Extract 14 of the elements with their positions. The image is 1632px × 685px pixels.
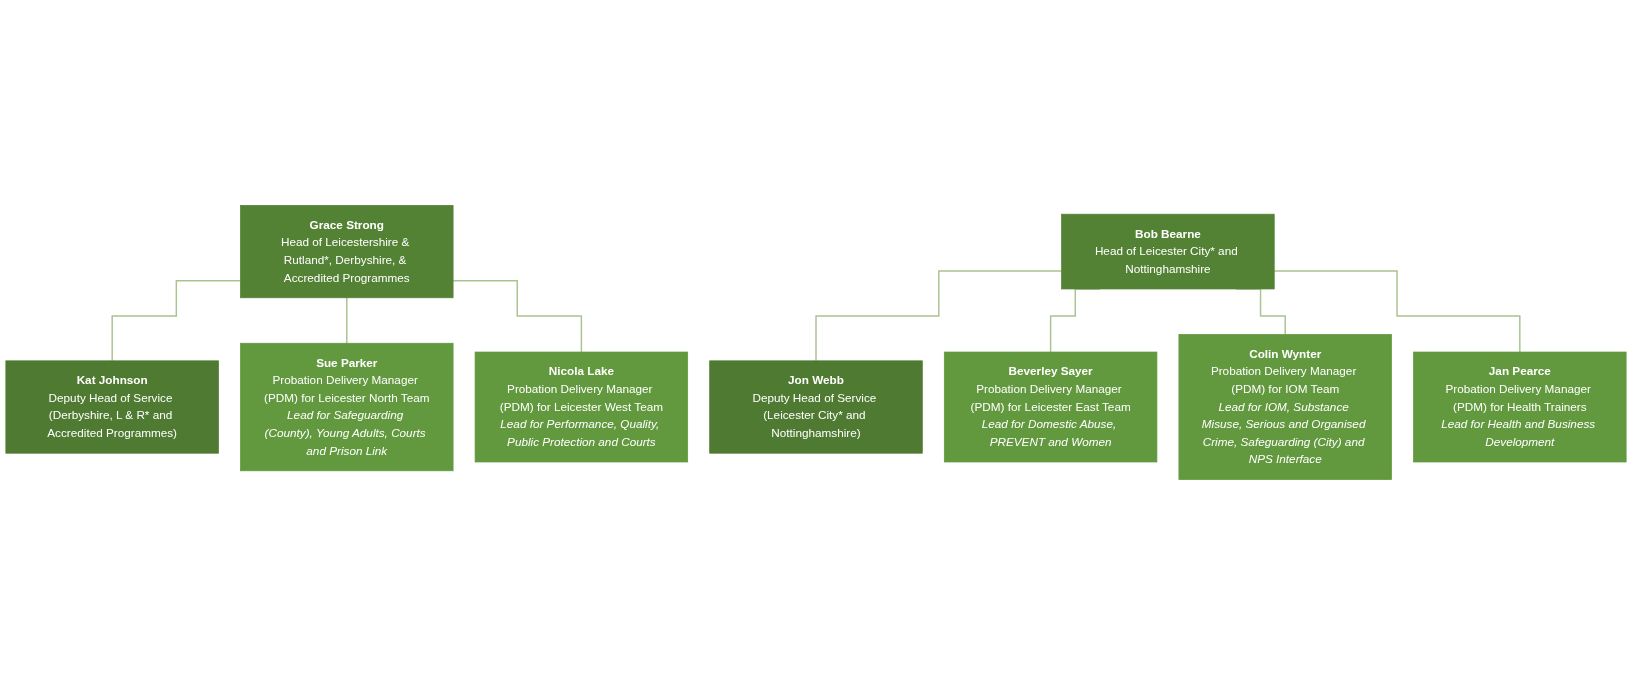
connector [815, 270, 1063, 362]
node-box: Colin Wynter Probation Delivery Manager (PDM) for IOM Team Lead for IOM, Substance Misuse, Serious and Organised Crime, Safeguarding (City) and NPS Interface [1178, 334, 1392, 480]
connector [452, 280, 583, 353]
connector [346, 297, 348, 344]
node-box: Sue Parker Probation Delivery Manager (PDM) for Leicester North Team Lead for Safeguarding (County), Young Adults, Courts and Prison Link [240, 342, 454, 472]
node-box: Bob Bearne Head of Leicester City* and Nottinghamshire [1061, 213, 1275, 290]
connector [1273, 270, 1521, 353]
connector [111, 280, 242, 362]
node-box: Beverley Sayer Probation Delivery Manager (PDM) for Leicester East Team Lead for Domestic Abuse, PREVENT and Women [943, 351, 1158, 463]
node-box: Jan Pearce Probation Delivery Manager (PDM) for Health Trainers Lead for Health and Business Development [1413, 351, 1627, 463]
node-box: Nicola Lake Probation Delivery Manager (PDM) for Leicester West Team Lead for Performance, Quality, Public Protection and Courts [474, 351, 689, 463]
node-box: Grace Strong Head of Leicestershire & Rutland*, Derbyshire, & Accredited Programmes [240, 205, 454, 299]
node-box: Jon Webb Deputy Head of Service (Leicester City* and Nottinghamshire) [709, 360, 923, 454]
node-box: Kat Johnson Deputy Head of Service (Derbyshire, L & R* and Accredited Programmes) [5, 360, 219, 454]
